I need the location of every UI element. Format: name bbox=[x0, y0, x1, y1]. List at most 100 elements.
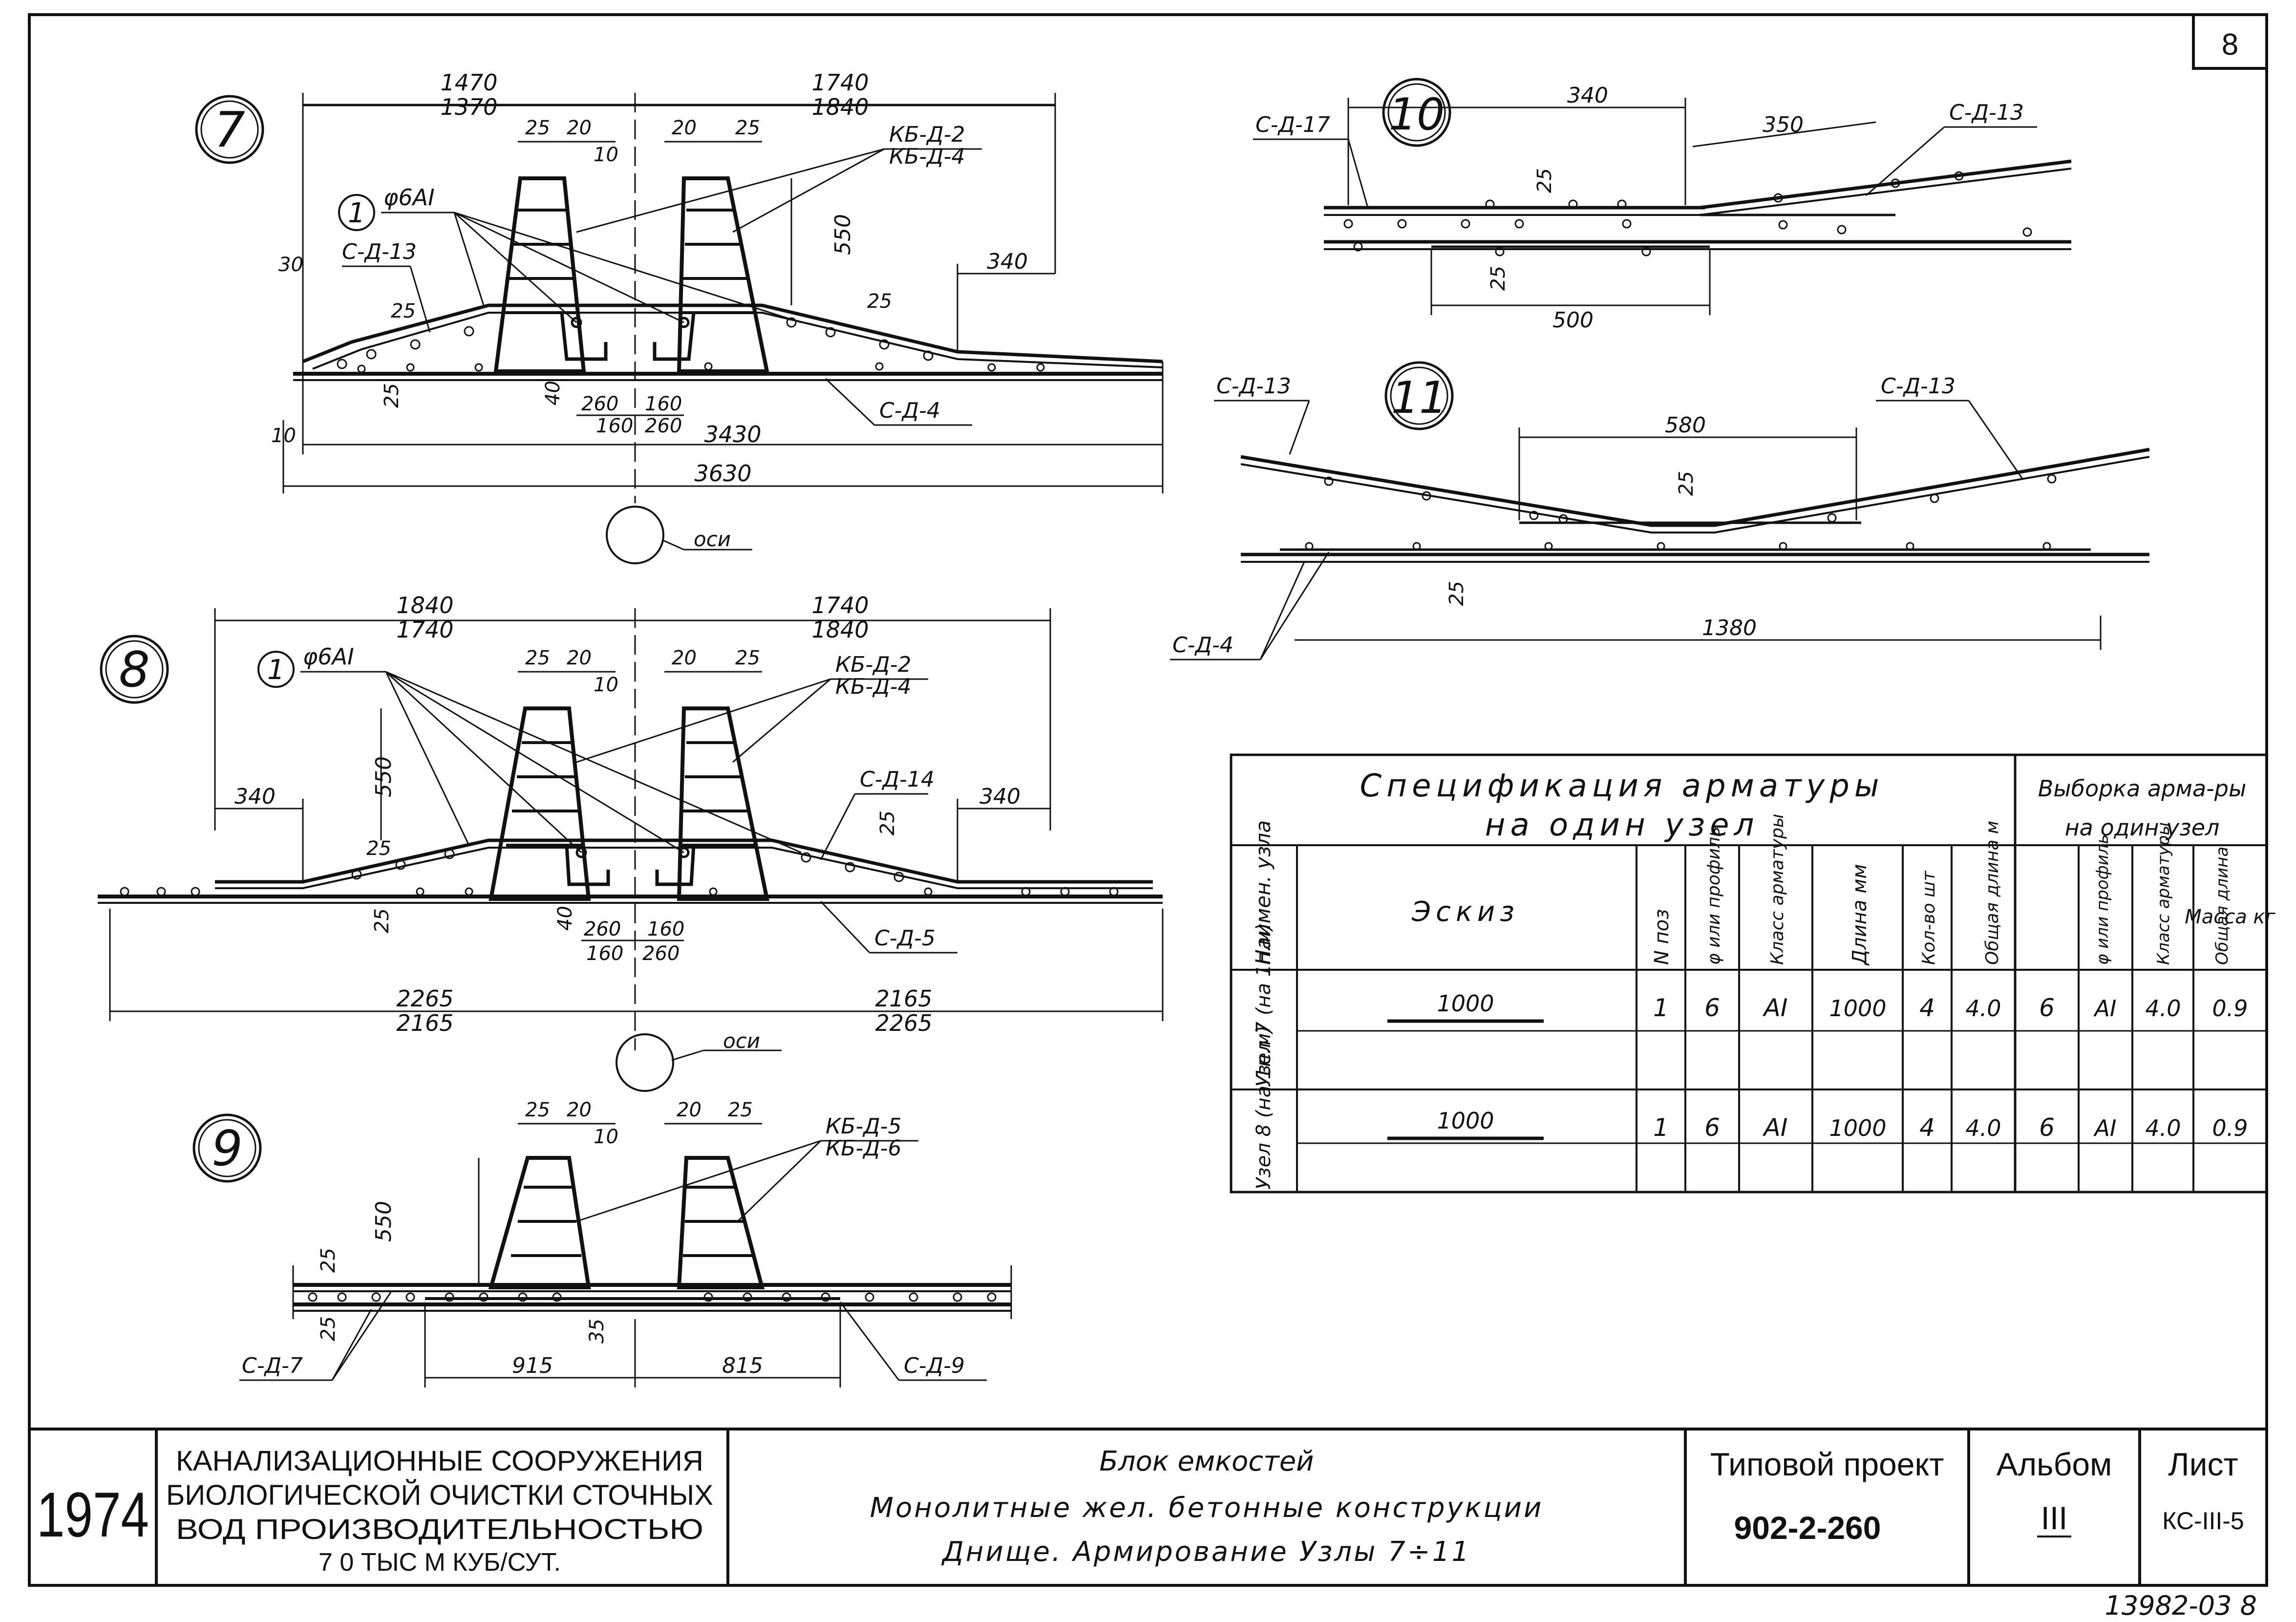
d8-mesh-bottom: С-Д-5 bbox=[874, 926, 935, 951]
row2-diam: 6 bbox=[1704, 1113, 1720, 1142]
d8-dim-160b: 160 bbox=[647, 918, 684, 940]
hdr-qty: Кол-во шт bbox=[1919, 871, 1939, 965]
d10-mesh-left: С-Д-17 bbox=[1255, 112, 1330, 137]
d11-dim-25a: 25 bbox=[1675, 471, 1698, 496]
d8-pos-circle bbox=[257, 651, 295, 688]
row2-qty: 4 bbox=[1919, 1113, 1935, 1142]
row1-s-class: AI bbox=[2093, 995, 2116, 1022]
d8-dim-1840: 1840 bbox=[396, 592, 453, 619]
d9-dim-815: 815 bbox=[722, 1353, 763, 1378]
d7-axis-circle bbox=[606, 506, 664, 564]
tb-project-label: Типовой проект bbox=[1710, 1446, 1944, 1482]
spec-table: Спецификация арматуры на один узел Выбор… bbox=[1230, 753, 2276, 1194]
d8-dim-550: 550 bbox=[371, 756, 396, 797]
detail-8-circle bbox=[100, 635, 169, 704]
tb-stamp: 13982-03 8 bbox=[2105, 1590, 2257, 1621]
sheet-number-box bbox=[2192, 13, 2268, 70]
d7-dim-550: 550 bbox=[830, 214, 855, 255]
d8-mesh-right: С-Д-14 bbox=[860, 767, 935, 792]
detail-10: 10 С-Д-17 С-Д-13 340 350 25 25 bbox=[1253, 78, 2072, 333]
d10-dim-340: 340 bbox=[1567, 83, 1608, 108]
row1-length: 1000 bbox=[1829, 995, 1886, 1022]
hdr-s-class: Класс арматуры bbox=[2154, 822, 2173, 965]
d7-dim-25b: 25 bbox=[735, 117, 760, 139]
d7-dim-25c: 25 bbox=[391, 300, 416, 322]
d9-frame-left bbox=[488, 1156, 591, 1289]
detail-11-circle bbox=[1384, 361, 1454, 430]
hdr-class: Класс арматуры bbox=[1767, 814, 1787, 965]
detail-11: 11 С-Д-13 С-Д-13 580 25 25 1380 С-Д-4 bbox=[1170, 361, 2150, 661]
d8-dim-1840b: 1840 bbox=[811, 617, 869, 643]
d10-dim-500: 500 bbox=[1552, 308, 1594, 333]
d8-dim-2165a: 2165 bbox=[396, 1010, 453, 1036]
d9-dim-25b: 25 bbox=[728, 1099, 753, 1121]
d7-dim-260a: 260 bbox=[581, 393, 618, 415]
tb-org-line2: БИОЛОГИЧЕСКОЙ ОЧИСТКИ СТОЧНЫХ bbox=[166, 1479, 713, 1511]
d11-mesh-left: С-Д-13 bbox=[1216, 374, 1291, 399]
row1-qty: 4 bbox=[1919, 994, 1935, 1022]
d11-dim-580: 580 bbox=[1665, 413, 1706, 438]
d10-mesh-right: С-Д-13 bbox=[1949, 100, 2024, 125]
d8-dim-25b: 25 bbox=[735, 647, 760, 669]
d11-dim-25b: 25 bbox=[1446, 581, 1468, 606]
hdr-sketch: Эскиз bbox=[1411, 896, 1519, 928]
d7-dim-160a: 160 bbox=[596, 415, 633, 437]
d7-dim-10: 10 bbox=[594, 144, 618, 166]
d7-axis: оси bbox=[694, 527, 731, 551]
tb-desc-line1: Блок емкостей bbox=[1099, 1446, 1314, 1477]
d8-dim-40: 40 bbox=[554, 906, 576, 931]
d8-dim-340a: 340 bbox=[234, 784, 276, 809]
d8-dim-25a: 25 bbox=[525, 647, 550, 669]
d11-mesh-bottom: С-Д-4 bbox=[1172, 633, 1233, 658]
d10-dim-350: 350 bbox=[1763, 112, 1804, 137]
row2-s-diam: 6 bbox=[2039, 1113, 2055, 1142]
d9-mesh-right: С-Д-9 bbox=[904, 1353, 965, 1378]
d7-mesh-top bbox=[302, 303, 1163, 363]
d7-dim-1840: 1840 bbox=[811, 94, 869, 120]
d9-dim-25d: 25 bbox=[317, 1316, 340, 1341]
tb-album-label: Альбом bbox=[1997, 1446, 2112, 1482]
d8-dim-20b: 20 bbox=[672, 647, 697, 669]
d7-pos-bar: φ6AI bbox=[383, 184, 435, 211]
d7-dim-1370: 1370 bbox=[440, 94, 497, 120]
row2-pos: 1 bbox=[1653, 1113, 1669, 1142]
tb-desc-line2: Монолитные жел. бетонные конструкции bbox=[870, 1492, 1544, 1524]
d9-dim-20a: 20 bbox=[567, 1099, 592, 1121]
detail-7-label: 7 bbox=[214, 101, 245, 158]
tb-album-number: III bbox=[2041, 1500, 2067, 1536]
d7-pos-circle bbox=[338, 194, 375, 231]
d8-dim-2165b: 2165 bbox=[875, 985, 932, 1012]
detail-9-label: 9 bbox=[212, 1120, 243, 1177]
d7-dim-3630: 3630 bbox=[694, 460, 751, 487]
d7-dim-25e: 25 bbox=[381, 383, 403, 408]
hdr-s-total: Общая длина bbox=[2212, 847, 2232, 965]
d7-dim-20b: 20 bbox=[672, 117, 697, 139]
d11-dim-1380: 1380 bbox=[1702, 616, 1757, 640]
d10-dim-25a: 25 bbox=[1533, 168, 1556, 193]
row2-length: 1000 bbox=[1829, 1115, 1886, 1141]
d7-frame-left bbox=[493, 176, 586, 373]
d7-frames: КБ-Д-2 bbox=[889, 122, 965, 147]
hdr-pos: N поз bbox=[1651, 909, 1673, 965]
d8-pos-num: 1 bbox=[267, 654, 285, 686]
d8-frames: КБ-Д-2 bbox=[835, 652, 912, 677]
d7-dim-40: 40 bbox=[542, 381, 564, 406]
hdr-s-diam: φ или профиль bbox=[2093, 834, 2112, 965]
tb-org-line1: КАНАЛИЗАЦИОННЫЕ СООРУЖЕНИЯ bbox=[176, 1445, 703, 1477]
d8-axis-circle bbox=[616, 1033, 674, 1092]
row2-s-total: 4.0 bbox=[2145, 1115, 2181, 1141]
d8-dim-1740b: 1740 bbox=[811, 592, 869, 619]
d7-dim-30: 30 bbox=[278, 254, 303, 276]
d7-dim-25a: 25 bbox=[525, 117, 550, 139]
d8-mesh-top bbox=[215, 838, 1153, 884]
spec-title-line1: Спецификация арматуры bbox=[1360, 768, 1884, 804]
d7-dim-1470: 1470 bbox=[440, 69, 497, 96]
row1-s-total: 4.0 bbox=[2145, 995, 2181, 1022]
d8-frames-alt: КБ-Д-4 bbox=[835, 674, 912, 699]
d8-frame-right bbox=[677, 706, 769, 901]
d9-frame-right bbox=[677, 1156, 765, 1289]
tb-sheet-label: Лист bbox=[2168, 1446, 2238, 1482]
row1-diam: 6 bbox=[1704, 994, 1720, 1022]
row1-pos: 1 bbox=[1653, 994, 1669, 1022]
row2-sketch: 1000 bbox=[1437, 1108, 1494, 1134]
